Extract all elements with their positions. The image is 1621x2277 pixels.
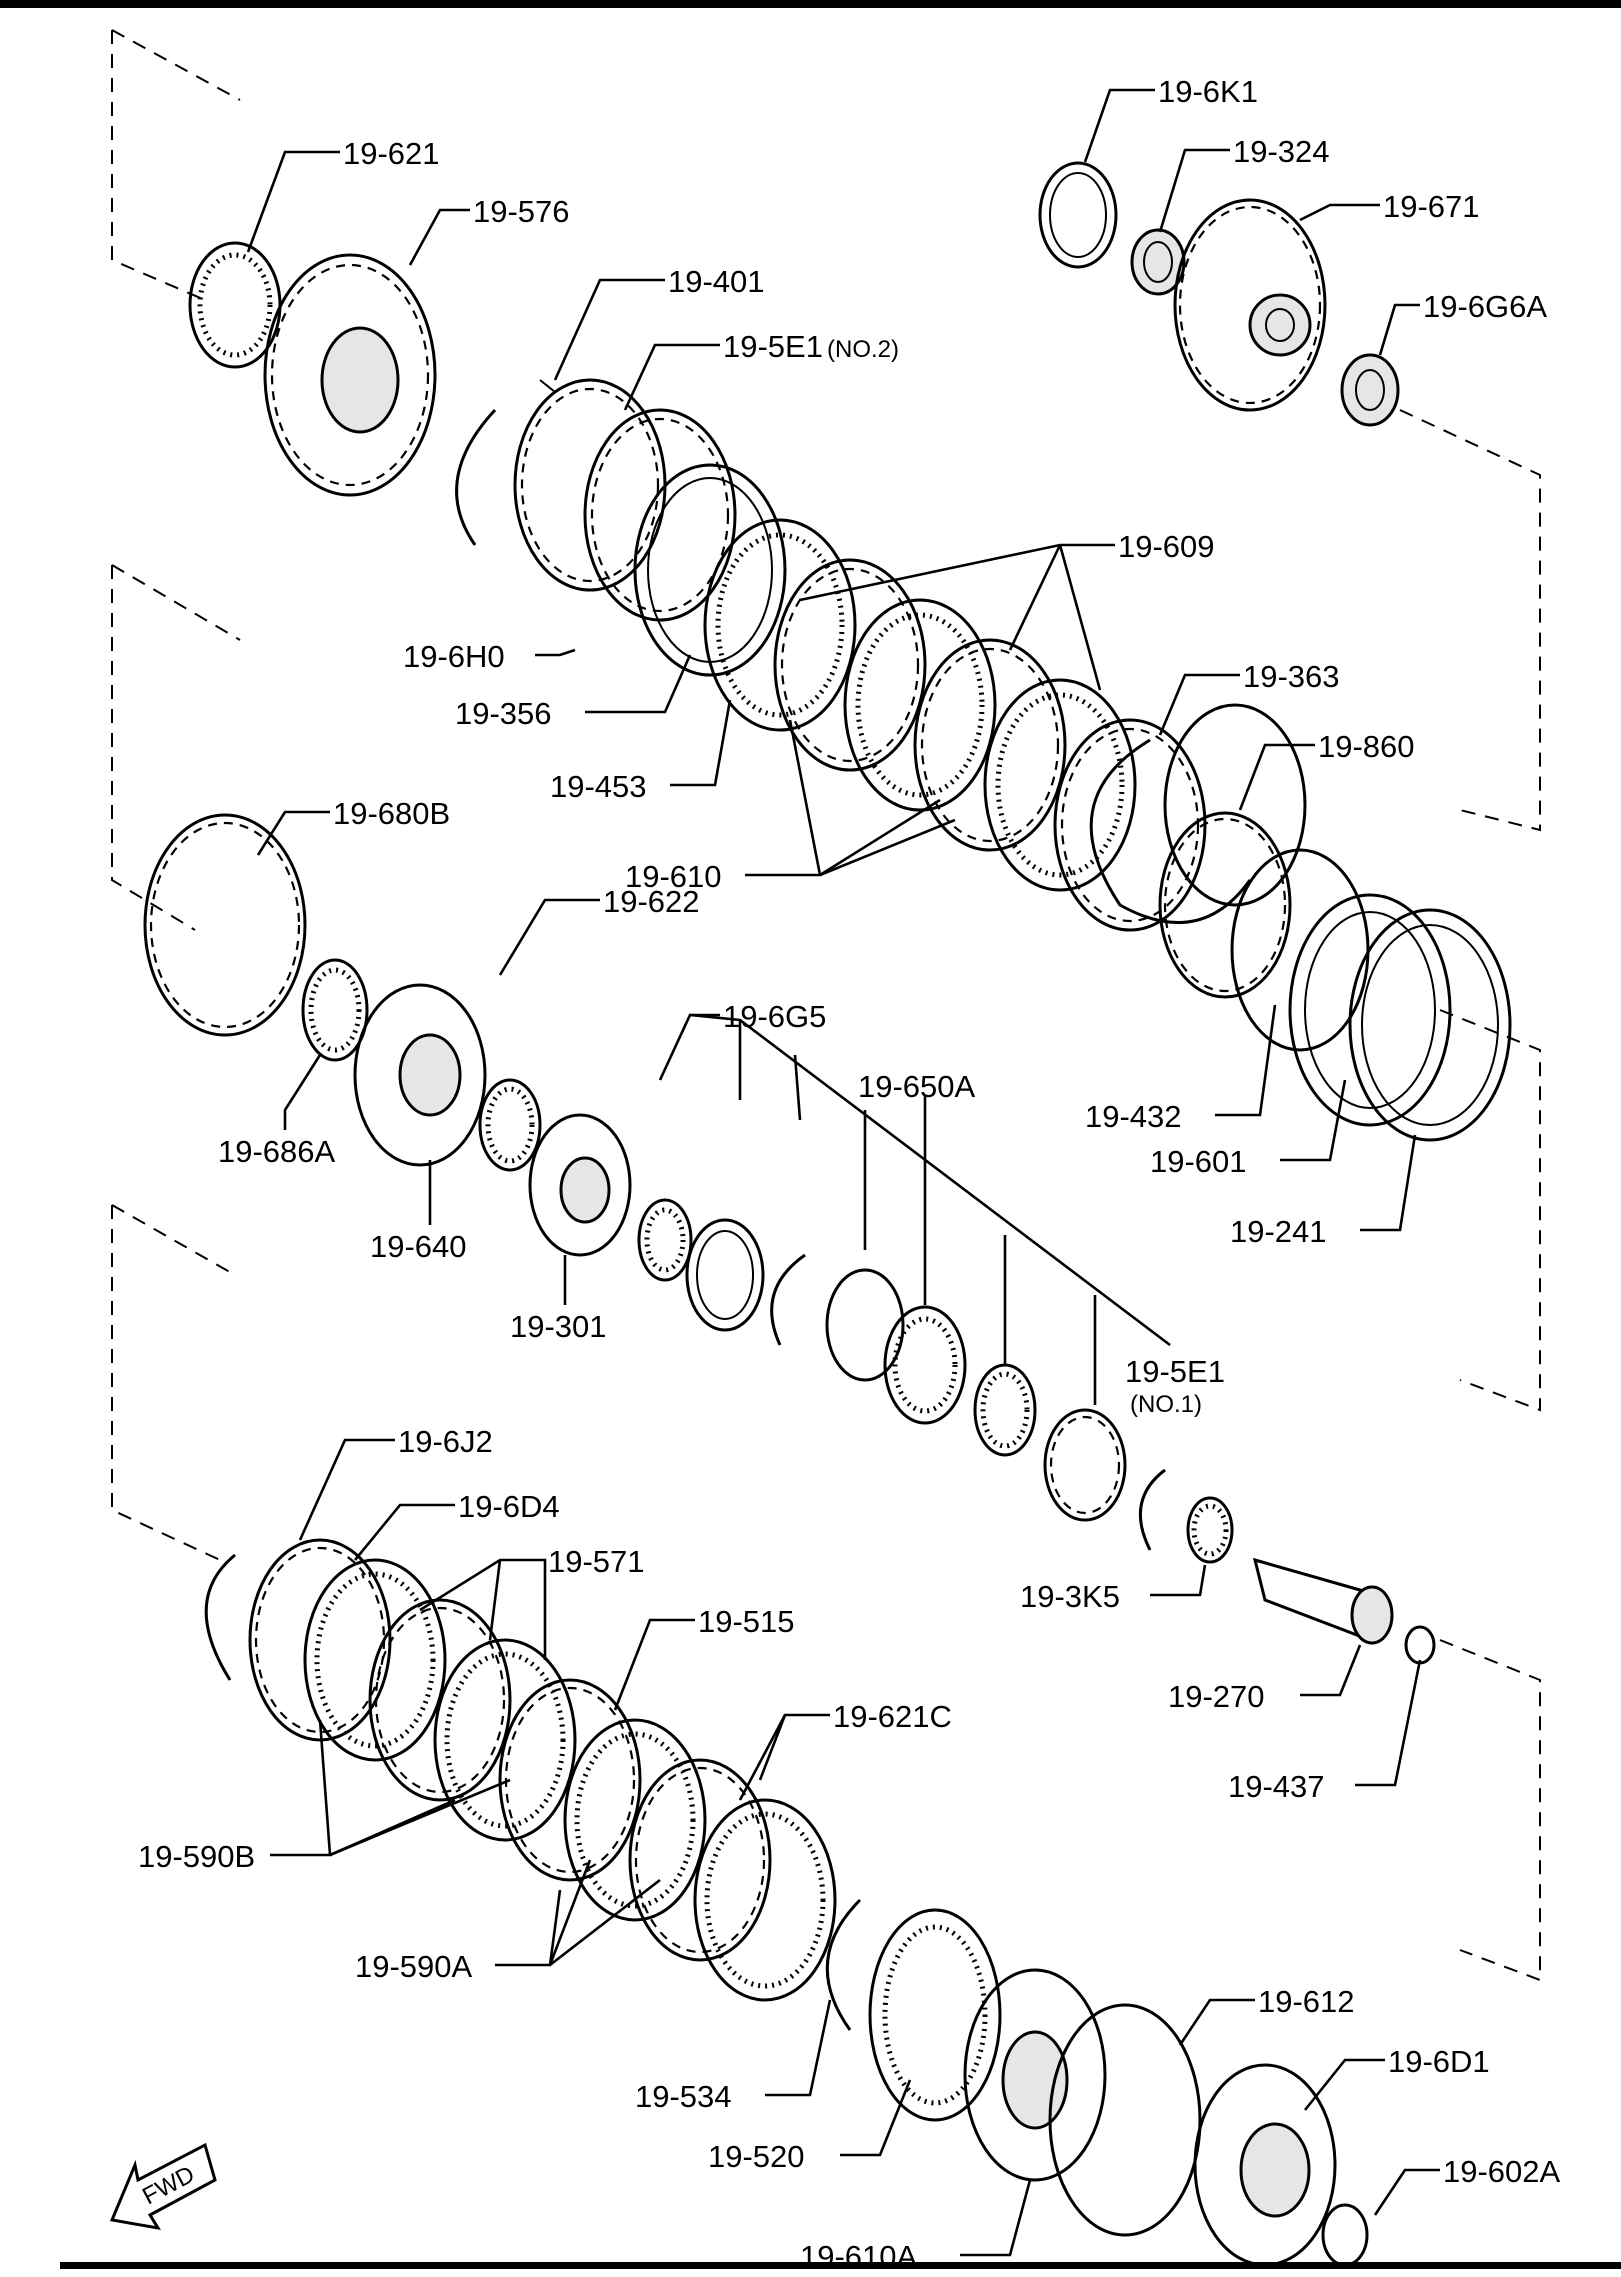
label-19-356: 19-356 <box>455 696 552 731</box>
label-19-650A: 19-650A <box>858 1069 976 1104</box>
label-19-590A: 19-590A <box>355 1949 473 1984</box>
label-19-621: 19-621 <box>343 136 440 171</box>
label-19-6K1: 19-6K1 <box>1158 74 1258 109</box>
label-19-301: 19-301 <box>510 1309 607 1344</box>
label-19-432: 19-432 <box>1085 1099 1182 1134</box>
label-19-5E1-no2-note: (NO.2) <box>827 336 899 363</box>
label-19-686A: 19-686A <box>218 1134 336 1169</box>
label-19-576: 19-576 <box>473 194 570 229</box>
label-19-622: 19-622 <box>603 884 700 919</box>
label-19-5E1-no1-note: (NO.1) <box>1130 1391 1202 1418</box>
label-19-6J2: 19-6J2 <box>398 1424 493 1459</box>
label-19-610A: 19-610A <box>800 2239 918 2274</box>
label-19-453: 19-453 <box>550 769 647 804</box>
label-19-3K5: 19-3K5 <box>1020 1579 1120 1614</box>
label-19-324: 19-324 <box>1233 134 1330 169</box>
label-19-602A: 19-602A <box>1443 2154 1561 2189</box>
label-19-437: 19-437 <box>1228 1769 1325 1804</box>
label-19-680B: 19-680B <box>333 796 450 831</box>
part-drawings <box>109 161 1512 2267</box>
leader-lines <box>246 88 1440 2257</box>
label-19-6G6A: 19-6G6A <box>1423 289 1547 324</box>
bottom-border <box>60 2262 1621 2269</box>
label-19-640: 19-640 <box>370 1229 467 1264</box>
label-19-6G5: 19-6G5 <box>723 999 826 1034</box>
label-19-609: 19-609 <box>1118 529 1215 564</box>
label-19-860: 19-860 <box>1318 729 1415 764</box>
label-19-6D1: 19-6D1 <box>1388 2044 1490 2079</box>
label-19-534: 19-534 <box>635 2079 732 2114</box>
axis-guide-lines <box>111 29 1541 1982</box>
label-19-5E1-no1: 19-5E1 <box>1125 1354 1225 1389</box>
fwd-label: FWD <box>138 2161 199 2210</box>
label-19-610: 19-610 <box>625 859 722 894</box>
label-19-6H0: 19-6H0 <box>403 639 505 674</box>
label-19-601: 19-601 <box>1150 1144 1247 1179</box>
part-labels: 19-6K1 19-324 19-671 19-6G6A 19-621 19-5… <box>138 74 1561 2274</box>
label-19-6D4: 19-6D4 <box>458 1489 560 1524</box>
label-19-571: 19-571 <box>548 1544 645 1579</box>
label-19-363: 19-363 <box>1243 659 1340 694</box>
label-19-270: 19-270 <box>1168 1679 1265 1714</box>
fwd-arrow-icon <box>109 2142 217 2231</box>
label-19-612: 19-612 <box>1258 1984 1355 2019</box>
label-19-590B: 19-590B <box>138 1839 255 1874</box>
label-19-520: 19-520 <box>708 2139 805 2174</box>
label-19-515: 19-515 <box>698 1604 795 1639</box>
label-19-401: 19-401 <box>668 264 765 299</box>
label-19-671: 19-671 <box>1383 189 1480 224</box>
label-19-5E1-no2: 19-5E1 <box>723 329 823 364</box>
label-19-241: 19-241 <box>1230 1214 1327 1249</box>
top-border <box>0 0 1621 8</box>
label-19-621C: 19-621C <box>833 1699 952 1734</box>
